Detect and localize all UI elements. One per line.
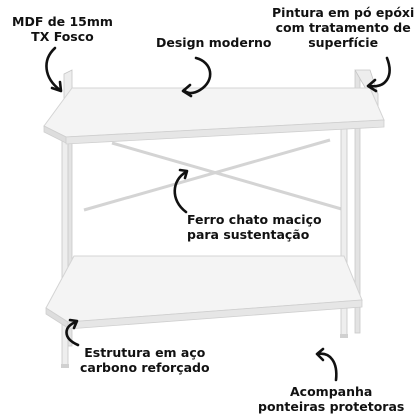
left-foot-cap [61, 364, 69, 368]
arrow-ferro-icon [173, 170, 188, 214]
label-pintura-line-2: com tratamento de [275, 20, 411, 35]
label-ferro-line-2: para sustentação [187, 227, 310, 242]
cross-brace-a [111, 141, 346, 212]
top-shelf-front-edge [65, 119, 385, 145]
label-mdf-line-1: MDF de 15mm [12, 14, 113, 29]
arrow-pintura-icon [368, 56, 391, 88]
cross-brace-b [83, 138, 331, 212]
arrow-estrutura-icon [65, 320, 80, 347]
label-pintura: Pintura em pó epóxi com tratamento de su… [272, 5, 414, 50]
label-ferro-line-1: Ferro chato maciço [187, 212, 322, 227]
arrow-mdf-icon [45, 46, 62, 92]
label-design-line-1: Design moderno [156, 35, 272, 50]
label-design: Design moderno [156, 35, 271, 50]
arrow-mdf-head-icon [50, 80, 63, 93]
label-estrutura: Estrutura em aço carbono reforçado [80, 345, 210, 375]
right-foot-cap [340, 334, 348, 338]
arrow-acompanha-head-icon [315, 347, 325, 362]
arrow-acompanha-icon [316, 352, 338, 382]
label-ferro: Ferro chato maciço para sustentação [187, 212, 322, 242]
arrow-estrutura-head-icon [68, 318, 79, 330]
arrow-design-head-icon [181, 83, 193, 98]
label-mdf: MDF de 15mm TX Fosco [12, 14, 113, 44]
label-pintura-line-3: superfície [308, 35, 379, 50]
label-acompanha-line-2: ponteiras protetoras [258, 399, 405, 414]
label-estrutura-line-2: carbono reforçado [80, 360, 210, 375]
arrow-pintura-head-icon [366, 78, 378, 93]
label-acompanha: Acompanha ponteiras protetoras [258, 384, 404, 414]
arrow-ferro-head-icon [178, 168, 189, 180]
label-estrutura-line-1: Estrutura em aço [84, 345, 206, 360]
label-mdf-line-2: TX Fosco [31, 29, 94, 44]
label-acompanha-line-1: Acompanha [290, 384, 373, 399]
label-pintura-line-1: Pintura em pó epóxi [272, 5, 415, 20]
